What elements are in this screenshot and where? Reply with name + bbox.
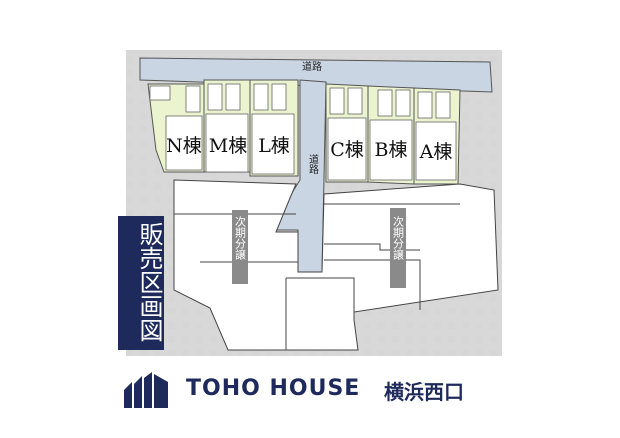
sales-lot-plan-text: 販売区画図: [135, 222, 163, 342]
lot-b: [367, 85, 415, 185]
lot-l-label: L棟: [258, 135, 290, 157]
lot-m-label: M棟: [209, 135, 247, 157]
sales-lot-plan-label: 販売区画図: [118, 216, 164, 350]
lot-l: [249, 79, 299, 177]
lot-m: [203, 79, 251, 173]
lot-c-label: C棟: [330, 139, 364, 161]
lot-a: [413, 87, 461, 185]
next-phase-right-label: 次期分譲: [392, 215, 405, 261]
lot-n: [147, 83, 205, 173]
lower-site: [173, 179, 499, 351]
brand-name: TOHO HOUSE: [186, 376, 361, 401]
lot-a-label: A棟: [419, 141, 453, 163]
lot-b-label: B棟: [375, 139, 408, 161]
next-phase-left-bar: [232, 210, 248, 284]
center-road-label: 道路: [307, 153, 319, 175]
next-phase-right-bar: [390, 208, 406, 288]
top-road: [139, 57, 493, 93]
lot-n-label: N棟: [166, 135, 202, 157]
brand-branch: 横浜西口: [384, 380, 464, 404]
top-road-label: 道路: [302, 60, 322, 73]
brand-footer: TOHO HOUSE 横浜西口: [122, 368, 502, 412]
center-road: [275, 79, 327, 273]
toho-house-logo-icon: [124, 372, 168, 408]
next-phase-left-label: 次期分譲: [234, 215, 247, 261]
lot-c: [325, 83, 369, 183]
